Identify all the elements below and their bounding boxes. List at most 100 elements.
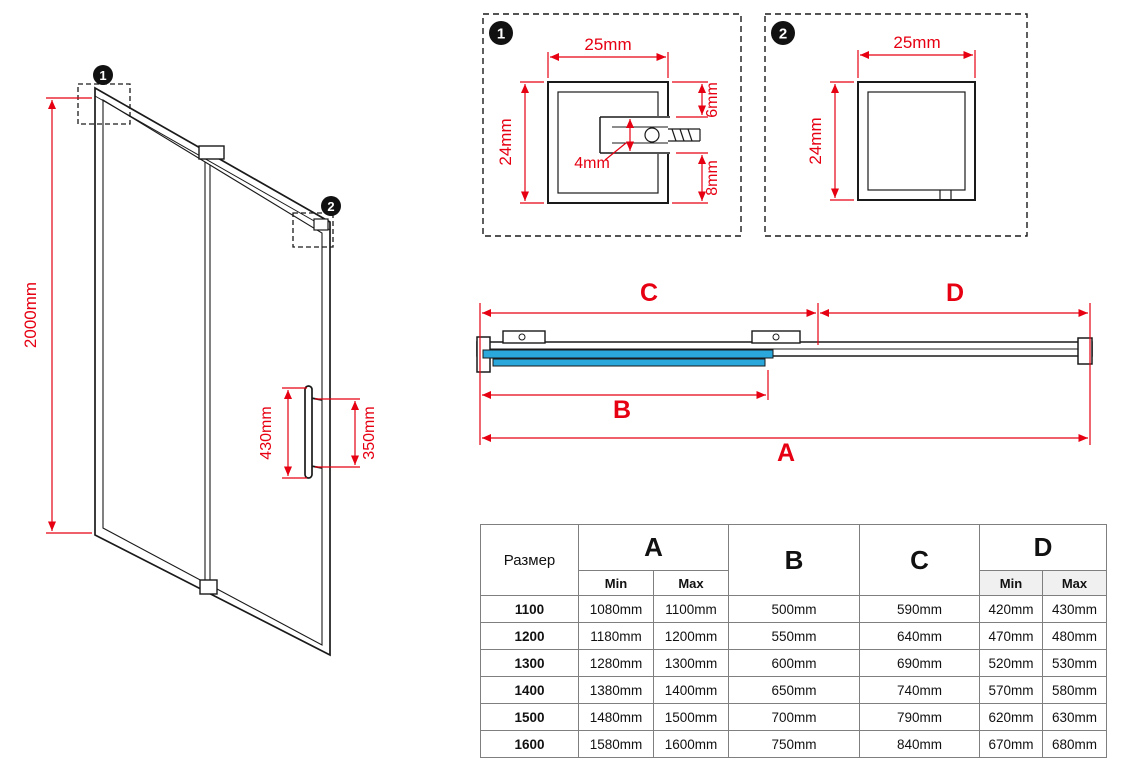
dim-label-C: C [640, 279, 658, 307]
size-cell: 1200 [480, 622, 579, 650]
section-dims: C D B A [479, 279, 1091, 467]
marker-1: 1 [77, 65, 131, 125]
dim-430mm: 430mm [258, 387, 307, 479]
value-cell: 650mm [728, 676, 860, 704]
detail-1-badge [489, 21, 513, 45]
top-clamp [198, 145, 225, 160]
door-handle [304, 385, 323, 479]
value-cell: 700mm [728, 703, 860, 731]
value-cell: 620mm [979, 703, 1043, 731]
table-row: 1200 1180mm 1200mm 550mm 640mm 470mm 480… [480, 622, 1107, 650]
detail-2-dims: 25mm 24mm [806, 33, 976, 201]
value-cell: 1100mm [653, 595, 729, 623]
table-row: 1300 1280mm 1300mm 600mm 690mm 520mm 530… [480, 649, 1107, 677]
value-cell: 470mm [979, 622, 1043, 650]
value-cell: 670mm [979, 730, 1043, 758]
value-cell: 1480mm [578, 703, 654, 731]
section-view: C D B A [476, 279, 1093, 467]
detail-1: 1 25mm [482, 13, 742, 237]
table-header-row: Размер A B C D [480, 524, 1107, 596]
table-row: 1400 1380mm 1400mm 650mm 740mm 570mm 580… [480, 676, 1107, 704]
detail-2-profile [857, 81, 976, 201]
bottom-guide [199, 579, 218, 595]
header-col-b: B [728, 524, 860, 596]
size-table: Размер A B C D Min Max Min Max 1100 1080… [480, 524, 1107, 758]
door-outer-frame [94, 86, 331, 657]
dim-label-8mm: 8mm [704, 160, 721, 196]
value-cell: 1500mm [653, 703, 729, 731]
dim-label-2000mm: 2000mm [21, 282, 40, 348]
value-cell: 1080mm [578, 595, 654, 623]
value-cell: 530mm [1042, 649, 1107, 677]
glass-panel-sliding [482, 349, 774, 359]
dim-label-4mm: 4mm [574, 155, 610, 172]
dim-label-24mm-1: 24mm [496, 118, 515, 165]
marker-2-badge [321, 196, 341, 216]
dim-2000mm: 2000mm [21, 97, 92, 534]
value-cell: 1200mm [653, 622, 729, 650]
header-a-max: Max [653, 570, 729, 596]
value-cell: 480mm [1042, 622, 1107, 650]
value-cell: 680mm [1042, 730, 1107, 758]
size-cell: 1500 [480, 703, 579, 731]
size-cell: 1300 [480, 649, 579, 677]
dim-label-D: D [946, 279, 964, 307]
header-d-min: Min [979, 570, 1043, 596]
dim-label-25mm-1: 25mm [584, 35, 631, 54]
header-a-min: Min [578, 570, 654, 596]
size-cell: 1600 [480, 730, 579, 758]
value-cell: 1300mm [653, 649, 729, 677]
size-cell: 1400 [480, 676, 579, 704]
dim-label-6mm: 6mm [704, 82, 721, 118]
detail-2-number: 2 [779, 26, 787, 43]
marker-2-number: 2 [327, 199, 334, 214]
value-cell: 740mm [859, 676, 980, 704]
value-cell: 580mm [1042, 676, 1107, 704]
dim-label-A: A [777, 439, 795, 467]
roller-pin-icon [644, 127, 701, 143]
dim-label-25mm-2: 25mm [893, 33, 940, 52]
door-inner-frame [102, 99, 323, 646]
dim-label-430mm: 430mm [258, 406, 275, 459]
marker-1-badge [93, 65, 113, 85]
value-cell: 1580mm [578, 730, 654, 758]
header-col-d: D [979, 524, 1107, 571]
marker-2: 2 [292, 196, 341, 248]
dim-label-24mm-2: 24mm [806, 117, 825, 164]
header-d-max: Max [1042, 570, 1107, 596]
table-row: 1500 1480mm 1500mm 700mm 790mm 620mm 630… [480, 703, 1107, 731]
value-cell: 550mm [728, 622, 860, 650]
value-cell: 690mm [859, 649, 980, 677]
value-cell: 790mm [859, 703, 980, 731]
detail-2-badge [771, 21, 795, 45]
value-cell: 640mm [859, 622, 980, 650]
value-cell: 1280mm [578, 649, 654, 677]
table-subheader-row: Min Max Min Max [481, 570, 1107, 596]
value-cell: 420mm [979, 595, 1043, 623]
value-cell: 630mm [1042, 703, 1107, 731]
detail-1-dims: 25mm 24mm 6mm 8mm 4mm [496, 35, 721, 204]
dim-label-B: B [613, 396, 631, 424]
dim-350mm: 350mm [315, 398, 378, 468]
header-col-c: C [859, 524, 980, 596]
value-cell: 600mm [728, 649, 860, 677]
dim-label-350mm: 350mm [361, 406, 378, 459]
top-roller [313, 218, 329, 231]
door-divider [204, 162, 211, 585]
detail-2-callout-box [292, 212, 334, 248]
detail-2: 2 25mm 24mm [764, 13, 1028, 237]
value-cell: 1400mm [653, 676, 729, 704]
detail-2-border [764, 13, 1028, 237]
table-row: 1100 1080mm 1100mm 500mm 590mm 420mm 430… [480, 595, 1107, 623]
glass-panel-fixed [492, 358, 766, 367]
value-cell: 750mm [728, 730, 860, 758]
value-cell: 520mm [979, 649, 1043, 677]
value-cell: 570mm [979, 676, 1043, 704]
value-cell: 430mm [1042, 595, 1107, 623]
door-view [94, 86, 331, 657]
value-cell: 1380mm [578, 676, 654, 704]
table-row: 1600 1580mm 1600mm 750mm 840mm 670mm 680… [480, 730, 1107, 758]
size-cell: 1100 [480, 595, 579, 623]
